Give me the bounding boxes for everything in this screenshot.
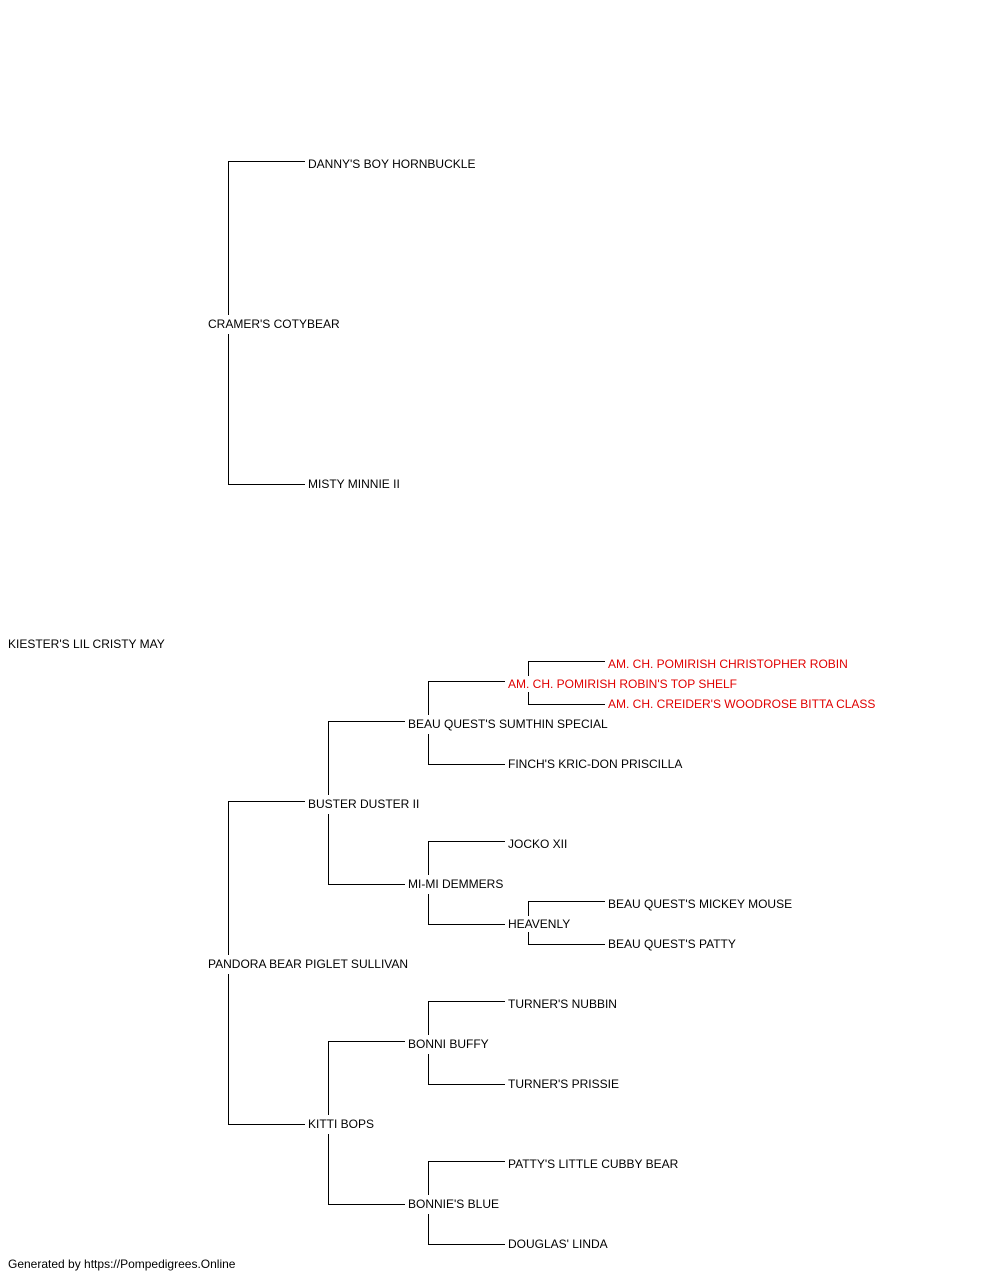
connector-buster-down	[328, 814, 405, 885]
connector-buffy-up	[428, 1001, 505, 1035]
connector-kitti-down	[328, 1134, 405, 1205]
connector-mimi-up	[428, 841, 505, 875]
connector-sumthin-up	[428, 681, 505, 715]
connector-topshelf-down	[528, 692, 605, 705]
dam-dam-dam-dam-name: DOUGLAS' LINDA	[508, 1237, 608, 1251]
connector-dam-down	[228, 974, 305, 1125]
connector-heavenly-down	[528, 932, 605, 945]
connector-dam-up	[228, 801, 305, 955]
dam-dam-sire-name: BONNI BUFFY	[408, 1037, 489, 1051]
dam-dam-dam-sire-name: PATTY'S LITTLE CUBBY BEAR	[508, 1157, 679, 1171]
connector-buster-up	[328, 721, 405, 795]
dam-sire-name: BUSTER DUSTER II	[308, 797, 420, 811]
champion-dog-name: AM. CH. POMIRISH ROBIN'S TOP SHELF	[508, 677, 738, 691]
generated-by-footer: Generated by https://Pompedigrees.Online	[8, 1257, 236, 1271]
dam-sire-dam-dam-dam-name: BEAU QUEST'S PATTY	[608, 937, 736, 951]
champion-dog-name: AM. CH. POMIRISH CHRISTOPHER ROBIN	[608, 657, 848, 671]
sire-name: CRAMER'S COTYBEAR	[208, 317, 340, 331]
dam-sire-dam-sire-name: JOCKO XII	[508, 837, 568, 851]
sire-sire-name: DANNY'S BOY HORNBUCKLE	[308, 157, 476, 171]
connector-sire-down	[228, 334, 305, 485]
connector-sire-up	[228, 161, 305, 315]
connector-heavenly-up	[528, 901, 605, 916]
connector-blue-down	[428, 1214, 505, 1245]
connector-mimi-down	[428, 894, 505, 925]
connector-buffy-down	[428, 1054, 505, 1085]
dam-sire-dam-dam-name: HEAVENLY	[508, 917, 571, 931]
dam-dam-name: KITTI BOPS	[308, 1117, 375, 1131]
champion-dog-name: AM. CH. CREIDER'S WOODROSE BITTA CLASS	[608, 697, 876, 711]
dam-dam-sire-sire-name: TURNER'S NUBBIN	[508, 997, 617, 1011]
sire-dam-name: MISTY MINNIE II	[308, 477, 400, 491]
dam-dam-sire-dam-name: TURNER'S PRISSIE	[508, 1077, 619, 1091]
connector-sumthin-down	[428, 734, 505, 765]
dam-sire-dam-dam-sire-name: BEAU QUEST'S MICKEY MOUSE	[608, 897, 793, 911]
dam-sire-dam-name: MI-MI DEMMERS	[408, 877, 504, 891]
dam-dam-dam-name: BONNIE'S BLUE	[408, 1197, 499, 1211]
dam-sire-sire-name: BEAU QUEST'S SUMTHIN SPECIAL	[408, 717, 608, 731]
connector-topshelf-up	[528, 661, 605, 676]
connector-blue-up	[428, 1161, 505, 1195]
connector-kitti-up	[328, 1041, 405, 1115]
dam-name: PANDORA BEAR PIGLET SULLIVAN	[208, 957, 409, 971]
subject-dog-name: KIESTER'S LIL CRISTY MAY	[8, 637, 165, 651]
dam-sire-sire-dam-name: FINCH'S KRIC-DON PRISCILLA	[508, 757, 683, 771]
